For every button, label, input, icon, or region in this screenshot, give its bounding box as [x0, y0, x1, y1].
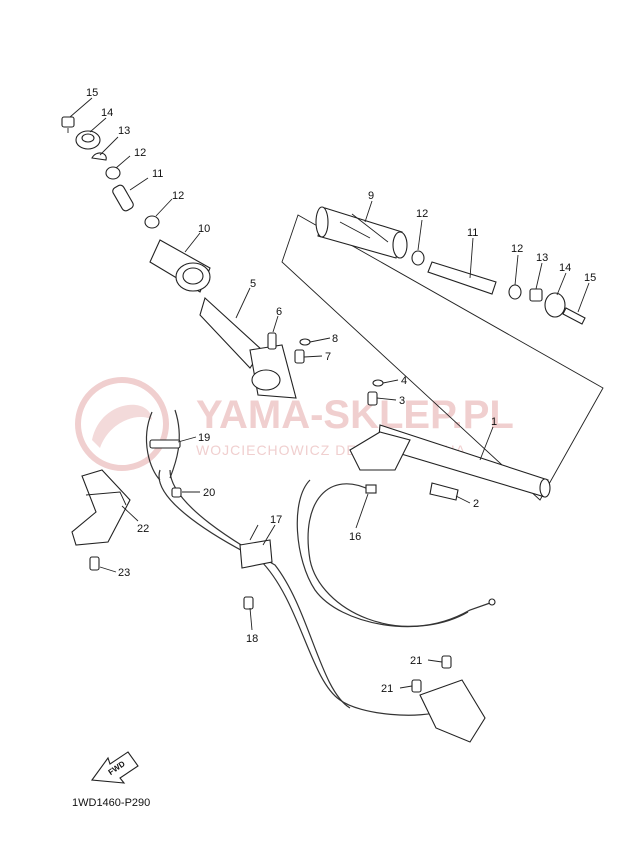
left-grip-group	[61, 116, 311, 399]
callout-11-right: 11	[467, 227, 478, 239]
throttle-cable-end	[365, 484, 377, 494]
callout-16: 16	[349, 531, 361, 543]
throttle-cable-tip	[488, 598, 496, 606]
part-15-right-screw	[562, 307, 586, 325]
part-19-connector	[149, 439, 181, 449]
right-group-outline	[281, 214, 604, 501]
part-10-left-grip	[149, 239, 211, 293]
right-grip-group	[315, 206, 586, 501]
callout-19: 19	[198, 432, 210, 444]
part-12-right-nut-a	[411, 250, 425, 266]
callout-14-right: 14	[559, 262, 571, 274]
diagram-code: 1WD1460-P290	[72, 797, 150, 809]
part-17-cable-guide	[239, 524, 273, 569]
callout-13-left: 13	[118, 125, 130, 137]
callout-7: 7	[325, 351, 331, 363]
callout-22: 22	[137, 523, 149, 535]
part-6-bolt	[267, 332, 277, 350]
callout-15-left: 15	[86, 87, 98, 99]
part-4-washer	[372, 379, 384, 387]
part-11-right-collar	[427, 261, 497, 295]
callout-4: 4	[401, 375, 407, 387]
part-14-right-weight	[544, 292, 566, 318]
part-14-left-weight	[75, 130, 101, 150]
callout-21-a: 21	[410, 655, 422, 667]
part-2-bolt	[429, 482, 459, 501]
callout-12-right-b: 12	[511, 243, 523, 255]
callouts: 15 14 13 12 11 12 10 5 6 8 7 9 12 11 12 …	[86, 87, 596, 695]
callout-17: 17	[270, 514, 282, 526]
part-22-bracket	[71, 469, 131, 546]
callout-21-b: 21	[381, 683, 393, 695]
lower-group	[71, 439, 486, 743]
part-9-throttle-grip	[315, 206, 408, 259]
part-5-left-handlebar	[199, 297, 297, 399]
fwd-arrow: FWD	[90, 751, 139, 784]
leader-lines	[69, 97, 590, 689]
part-20-clamp	[171, 487, 182, 498]
callout-20: 20	[203, 487, 215, 499]
watermark-logo	[75, 377, 169, 471]
part-16-throttle-cable	[307, 483, 491, 627]
watermark-logo-inner	[92, 404, 152, 448]
part-1-right-handlebar	[349, 424, 551, 498]
part-12-left-nut-b	[144, 215, 160, 229]
part-13-left-clip	[91, 152, 107, 161]
callout-12-right-a: 12	[416, 208, 428, 220]
callout-14-left: 14	[101, 107, 113, 119]
part-12-left-nut-a	[105, 166, 121, 180]
part-15-left-screw	[61, 116, 75, 133]
callout-3: 3	[399, 395, 405, 407]
part-3-screw	[367, 391, 378, 406]
callout-12-left-b: 12	[172, 190, 184, 202]
callout-23: 23	[118, 567, 130, 579]
part-7-screw	[294, 349, 305, 364]
callout-15-right: 15	[584, 272, 596, 284]
watermark: YAMA-SKLEP.PL WOJCIECHOWICZ DEALER YAMAH…	[75, 377, 514, 471]
callout-11-left: 11	[152, 168, 163, 180]
part-13-right-clip	[529, 288, 543, 302]
cables	[145, 409, 496, 716]
callout-1: 1	[491, 416, 497, 428]
watermark-title: YAMA-SKLEP.PL	[196, 393, 514, 437]
callout-12-left-a: 12	[134, 147, 146, 159]
callout-5: 5	[250, 278, 256, 290]
callout-13-right: 13	[536, 252, 548, 264]
part-23-screw	[89, 556, 100, 571]
callout-2: 2	[473, 498, 479, 510]
part-12-right-nut-b	[508, 284, 522, 300]
main-wire-harness	[158, 469, 446, 716]
callout-6: 6	[276, 306, 282, 318]
callout-18: 18	[246, 633, 258, 645]
part-21-bracket-lower	[411, 655, 486, 743]
part-11-left-collar	[112, 184, 134, 212]
callout-9: 9	[368, 190, 374, 202]
part-8-washer	[299, 338, 311, 346]
callout-8: 8	[332, 333, 338, 345]
part-18-screw	[243, 596, 254, 610]
callout-10: 10	[198, 223, 210, 235]
